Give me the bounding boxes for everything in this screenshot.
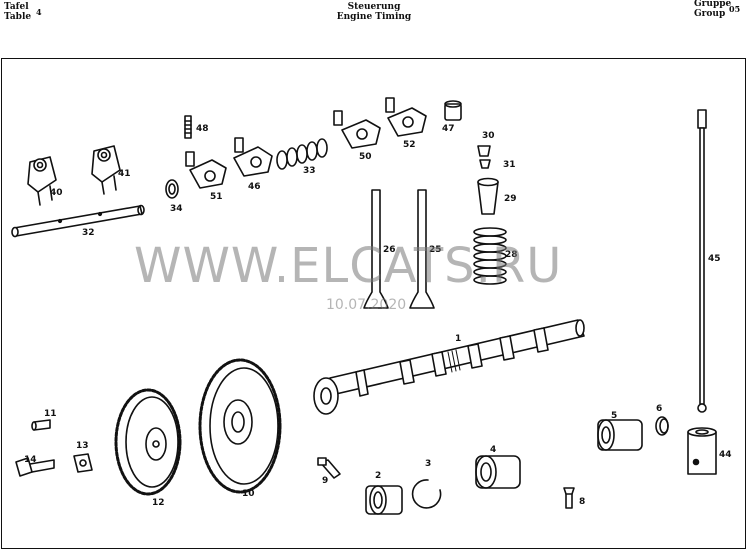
callout-40[interactable]: 40 xyxy=(50,188,63,198)
valve-cotter-part xyxy=(477,145,491,157)
rocker-arm-part xyxy=(233,137,273,177)
callout-3[interactable]: 3 xyxy=(425,459,431,469)
rocker-arm-part xyxy=(333,110,381,149)
valve-key-part xyxy=(479,159,491,169)
callout-34[interactable]: 34 xyxy=(170,204,183,214)
group-label: Group xyxy=(694,9,726,19)
callout-25[interactable]: 25 xyxy=(429,245,442,255)
callout-12[interactable]: 12 xyxy=(152,498,165,508)
oil-nozzle-part xyxy=(317,457,341,479)
lock-plate-part xyxy=(73,453,93,473)
adjusting-screw-part xyxy=(184,115,192,139)
group-header: Gruppe Group 05 xyxy=(694,0,740,19)
camshaft-part xyxy=(313,319,585,415)
watermark-text: WWW.ELCATS.RU xyxy=(134,238,563,294)
callout-28[interactable]: 28 xyxy=(505,250,518,260)
callout-29[interactable]: 29 xyxy=(504,194,517,204)
table-number: 4 xyxy=(36,7,42,17)
callout-8[interactable]: 8 xyxy=(579,497,585,507)
callout-45[interactable]: 45 xyxy=(708,254,721,264)
callout-14[interactable]: 14 xyxy=(24,455,37,465)
watermark-date: 10.07.2020 xyxy=(326,297,407,313)
callout-1[interactable]: 1 xyxy=(455,334,461,344)
callout-11[interactable]: 11 xyxy=(44,409,57,419)
callout-51[interactable]: 51 xyxy=(210,192,223,202)
tappet-part xyxy=(687,427,717,475)
callout-13[interactable]: 13 xyxy=(76,441,89,451)
callout-10[interactable]: 10 xyxy=(242,489,255,499)
gruppe-label: Gruppe xyxy=(694,0,732,9)
locking-screw-part xyxy=(563,487,575,509)
washer-part xyxy=(165,179,179,199)
callout-26[interactable]: 26 xyxy=(383,245,396,255)
callout-4[interactable]: 4 xyxy=(490,445,496,455)
sleeve-part xyxy=(444,100,462,121)
callout-50[interactable]: 50 xyxy=(359,152,372,162)
callout-2[interactable]: 2 xyxy=(375,471,381,481)
callout-44[interactable]: 44 xyxy=(719,450,732,460)
table-header: Tafel Table 4 xyxy=(4,2,42,22)
callout-46[interactable]: 46 xyxy=(248,182,261,192)
gear-bolt-part xyxy=(15,457,55,477)
callout-48[interactable]: 48 xyxy=(196,124,209,134)
intermediate-gear-part xyxy=(114,388,182,496)
bearing-bush-part xyxy=(365,485,403,515)
intake-valve-part xyxy=(363,189,389,309)
exhaust-valve-part xyxy=(409,189,435,309)
diagram-title: Steuerung Engine Timing xyxy=(0,2,748,22)
shaft-spring-part xyxy=(276,138,328,170)
title-english: Engine Timing xyxy=(336,12,412,22)
tafel-label: Tafel xyxy=(4,2,29,12)
callout-32[interactable]: 32 xyxy=(82,228,95,238)
table-label: Table xyxy=(4,12,32,22)
shaft-bracket-part xyxy=(27,156,57,206)
valve-spring-part xyxy=(473,227,507,285)
camshaft-gear-part xyxy=(198,358,282,494)
shaft-bracket-part xyxy=(91,145,121,195)
thrust-bush-part xyxy=(597,419,643,451)
rocker-arm-part xyxy=(185,151,227,189)
diagram-frame xyxy=(1,58,746,549)
title-german: Steuerung xyxy=(347,2,401,12)
rocker-shaft-part xyxy=(11,204,145,238)
callout-6[interactable]: 6 xyxy=(656,404,662,414)
circlip-part xyxy=(411,479,442,509)
callout-5[interactable]: 5 xyxy=(611,411,617,421)
rocker-arm-part xyxy=(385,97,427,137)
group-number: 05 xyxy=(729,4,741,14)
callout-47[interactable]: 47 xyxy=(442,124,455,134)
thrust-washer-part xyxy=(655,416,669,436)
camshaft-bearing-part xyxy=(475,455,521,489)
callout-31[interactable]: 31 xyxy=(503,160,516,170)
spring-retainer-part xyxy=(477,177,499,215)
callout-30[interactable]: 30 xyxy=(482,131,495,141)
pushrod-part xyxy=(697,109,707,413)
callout-33[interactable]: 33 xyxy=(303,166,316,176)
callout-9[interactable]: 9 xyxy=(322,476,328,486)
dowel-pin-part xyxy=(31,419,51,431)
callout-52[interactable]: 52 xyxy=(403,140,416,150)
callout-41[interactable]: 41 xyxy=(118,169,131,179)
